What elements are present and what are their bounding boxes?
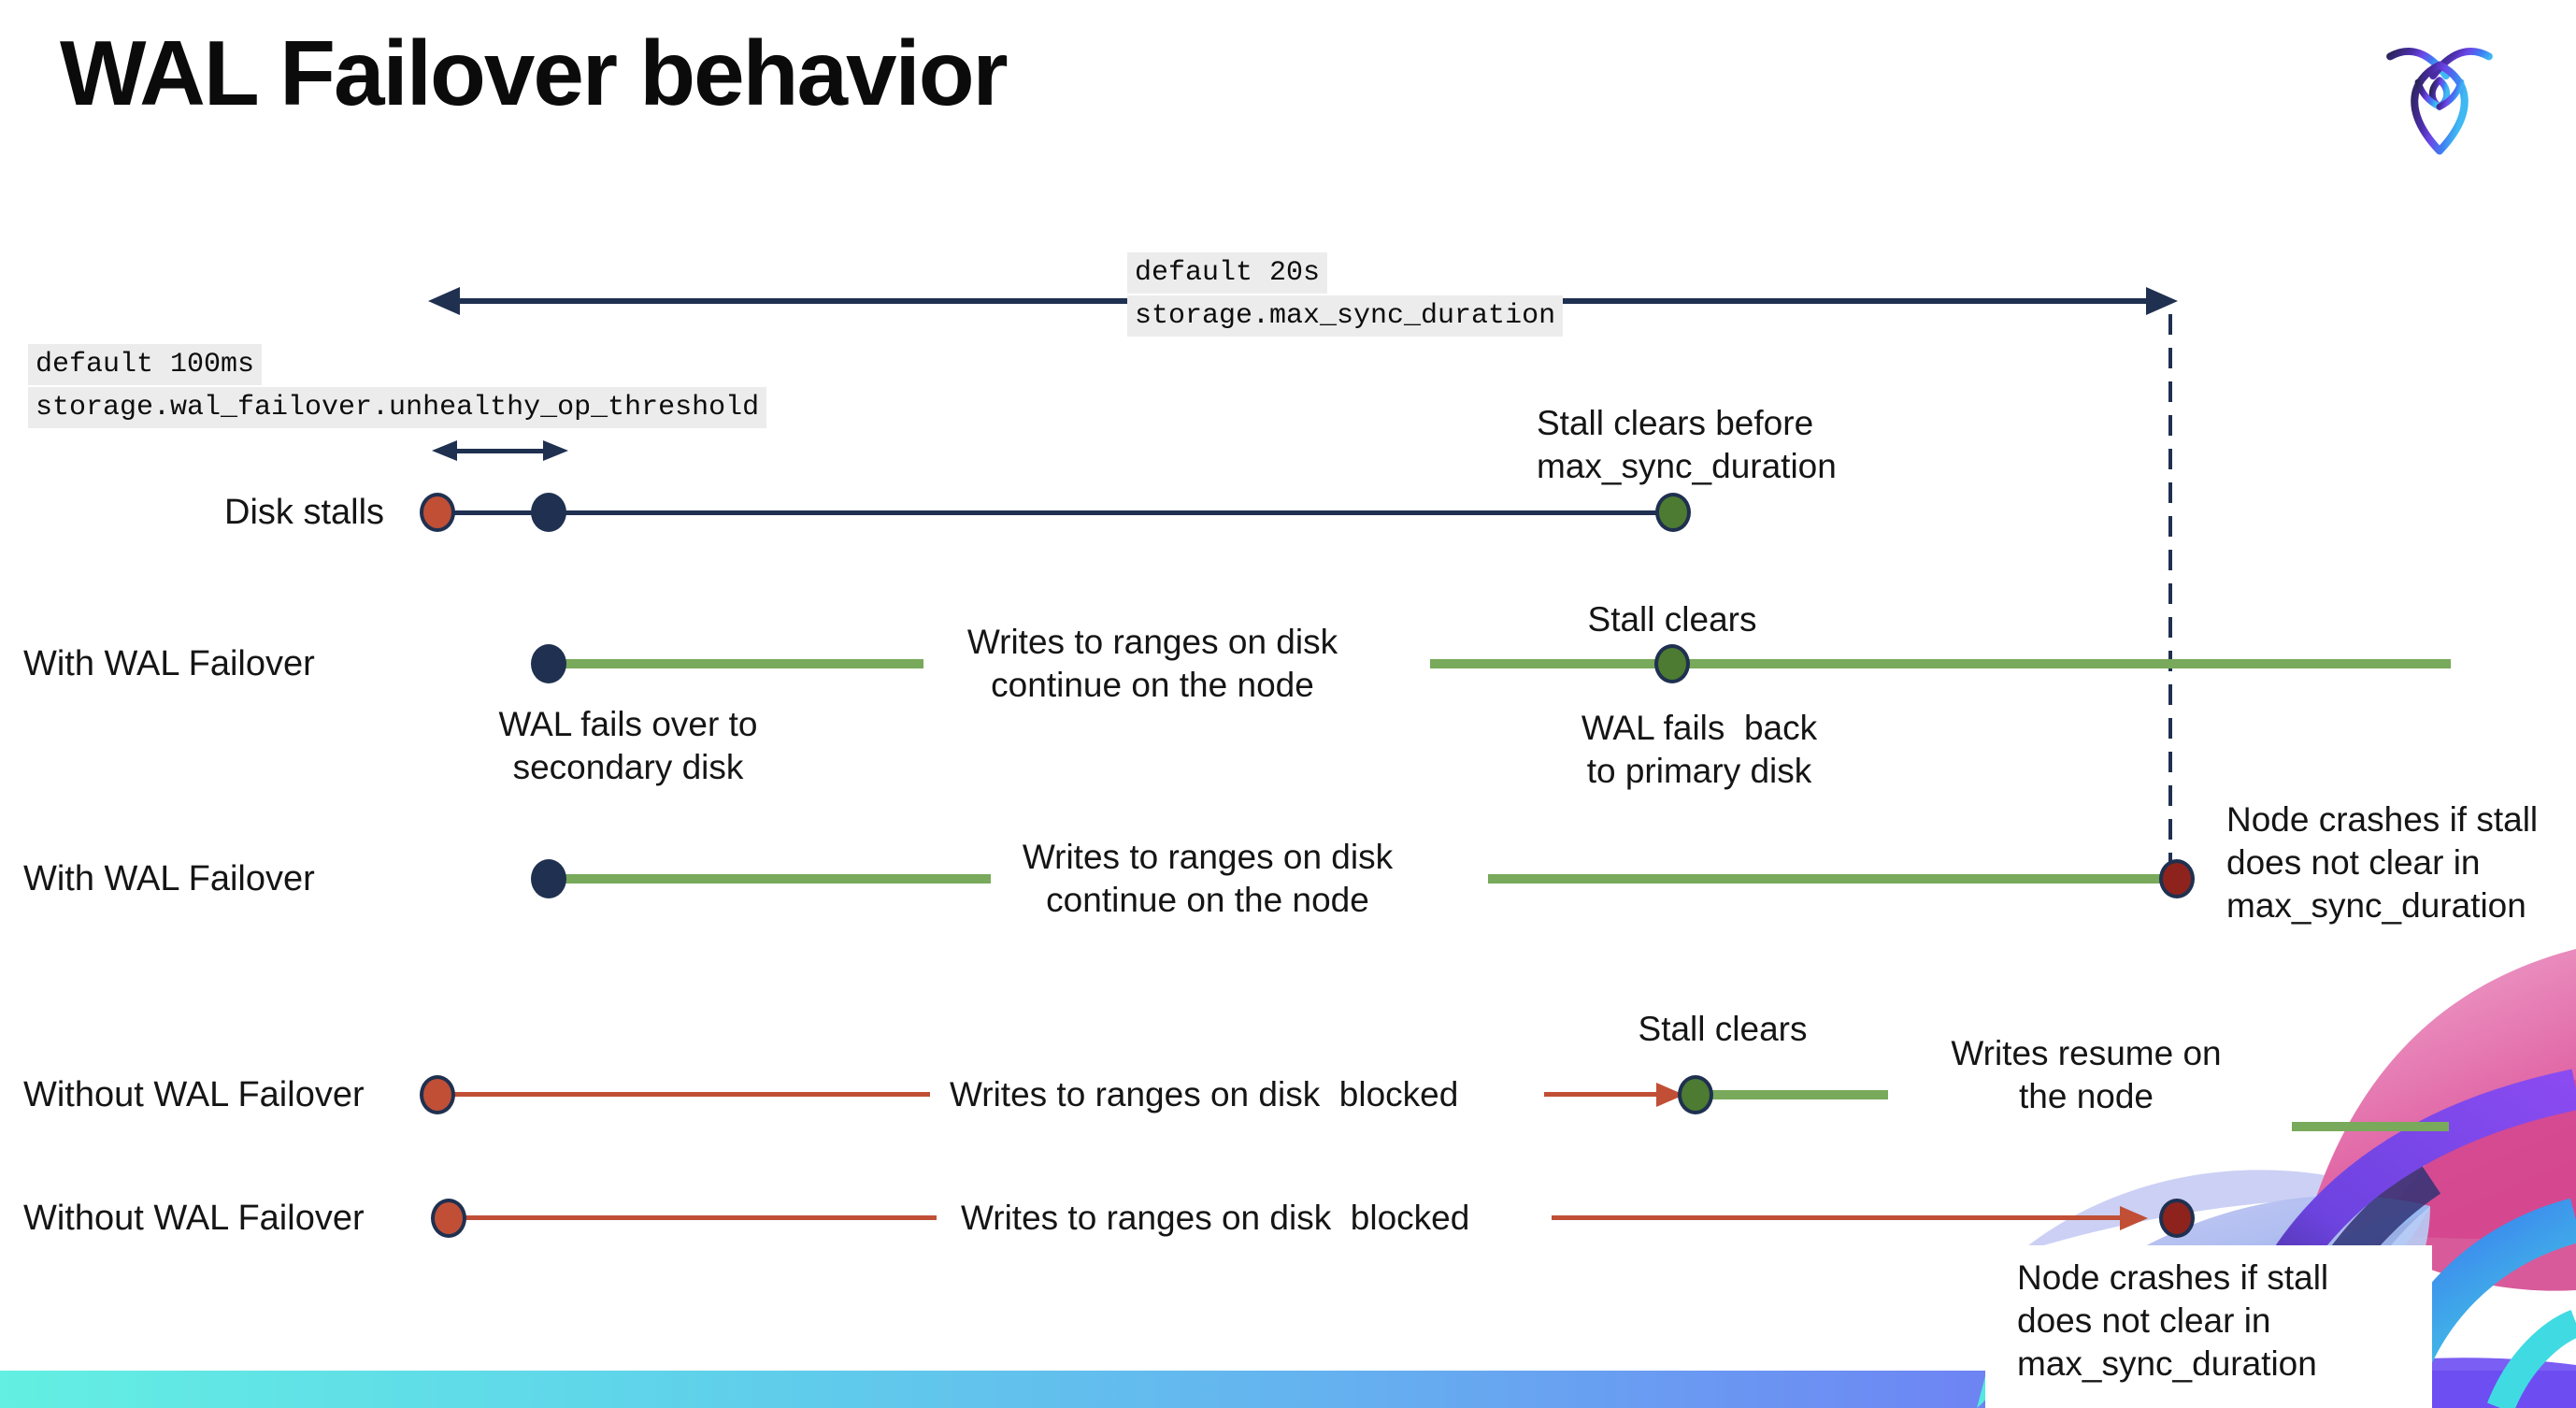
wal2-green-segment-b <box>1488 874 2167 884</box>
wal2-failover-dot <box>531 859 566 898</box>
writes-resume-annotation: Writes resume on the node <box>1951 1034 2222 1115</box>
threshold-arrow-line <box>455 449 545 453</box>
threshold-arrowhead-left <box>432 440 457 461</box>
nowal1-blocked-line <box>451 1092 930 1097</box>
max-sync-dashed-line <box>2168 314 2172 864</box>
nowal2-crash-dot <box>2159 1199 2195 1238</box>
unhealthy-op-default-value: default 100ms <box>28 344 263 385</box>
nowal2-arrowhead <box>2120 1206 2148 1230</box>
row-label-without-wal-failover-1: Without WAL Failover <box>23 1075 365 1114</box>
wal1-green-segment-b <box>1430 659 2451 668</box>
nowal1-arrow-line <box>1544 1092 1658 1097</box>
threshold-arrowhead-right <box>543 440 568 461</box>
row-label-without-wal-failover-2: Without WAL Failover <box>23 1199 365 1238</box>
nowal1-green-segment-a <box>1710 1090 1888 1099</box>
nowal2-arrow-line <box>1552 1215 2122 1220</box>
max-sync-duration-setting-label: default 20s storage.max_sync_duration <box>1127 252 1564 338</box>
wal2-writes-continue-annotation: Writes to ranges on disk continue on the… <box>1022 838 1394 919</box>
wal1-failover-dot <box>531 644 566 683</box>
nowal1-stall-clears-dot <box>1678 1075 1713 1114</box>
nowal2-blocked-line <box>462 1215 937 1220</box>
max-sync-arrowhead-left <box>428 287 460 315</box>
wal2-crash-dot <box>2159 859 2195 898</box>
wal1-stall-clears-dot <box>1654 644 1690 683</box>
disk-stalls-timeline <box>439 510 1673 515</box>
wal1-stall-clears-annotation: Stall clears <box>1587 600 1757 639</box>
node-crashes-box <box>1985 1245 2432 1408</box>
stall-clears-before-annotation: Stall clears before max_sync_duration <box>1537 404 1837 485</box>
nowal1-writes-blocked-annotation: Writes to ranges on disk blocked <box>950 1075 1459 1113</box>
max-sync-default-value: default 20s <box>1127 252 1328 294</box>
row-label-disk-stalls: Disk stalls <box>224 493 385 532</box>
page-title: WAL Failover behavior <box>60 22 1009 124</box>
max-sync-setting-name: storage.max_sync_duration <box>1127 295 1564 337</box>
wal-fails-back-annotation: WAL fails back to primary disk <box>1581 709 1818 790</box>
nowal2-node-crashes-annotation: Node crashes if stall does not clear in … <box>2017 1258 2329 1383</box>
cockroachdb-logo-icon <box>2386 48 2493 155</box>
row-label-with-wal-failover-2: With WAL Failover <box>23 859 315 898</box>
wal2-green-segment-a <box>563 874 991 884</box>
disk-stall-clears-dot <box>1655 493 1691 532</box>
disk-stall-threshold-dot <box>531 493 566 532</box>
wal-fails-over-annotation: WAL fails over to secondary disk <box>498 705 758 786</box>
nowal2-stall-start-dot <box>431 1199 466 1238</box>
wal1-green-segment-a <box>563 659 923 668</box>
unhealthy-op-setting-name: storage.wal_failover.unhealthy_op_thresh… <box>28 387 767 428</box>
wal2-node-crashes-annotation: Node crashes if stall does not clear in … <box>2226 800 2539 925</box>
row-label-with-wal-failover-1: With WAL Failover <box>23 644 315 683</box>
nowal1-stall-start-dot <box>420 1075 455 1114</box>
nowal1-stall-clears-annotation: Stall clears <box>1638 1010 1808 1048</box>
wal1-writes-continue-annotation: Writes to ranges on disk continue on the… <box>966 623 1338 704</box>
max-sync-arrowhead-right <box>2146 287 2178 315</box>
unhealthy-op-threshold-setting-label: default 100ms storage.wal_failover.unhea… <box>28 344 767 430</box>
disk-stall-start-dot <box>420 493 455 532</box>
nowal2-writes-blocked-annotation: Writes to ranges on disk blocked <box>961 1199 1470 1237</box>
nowal1-green-segment-b <box>2292 1122 2449 1131</box>
